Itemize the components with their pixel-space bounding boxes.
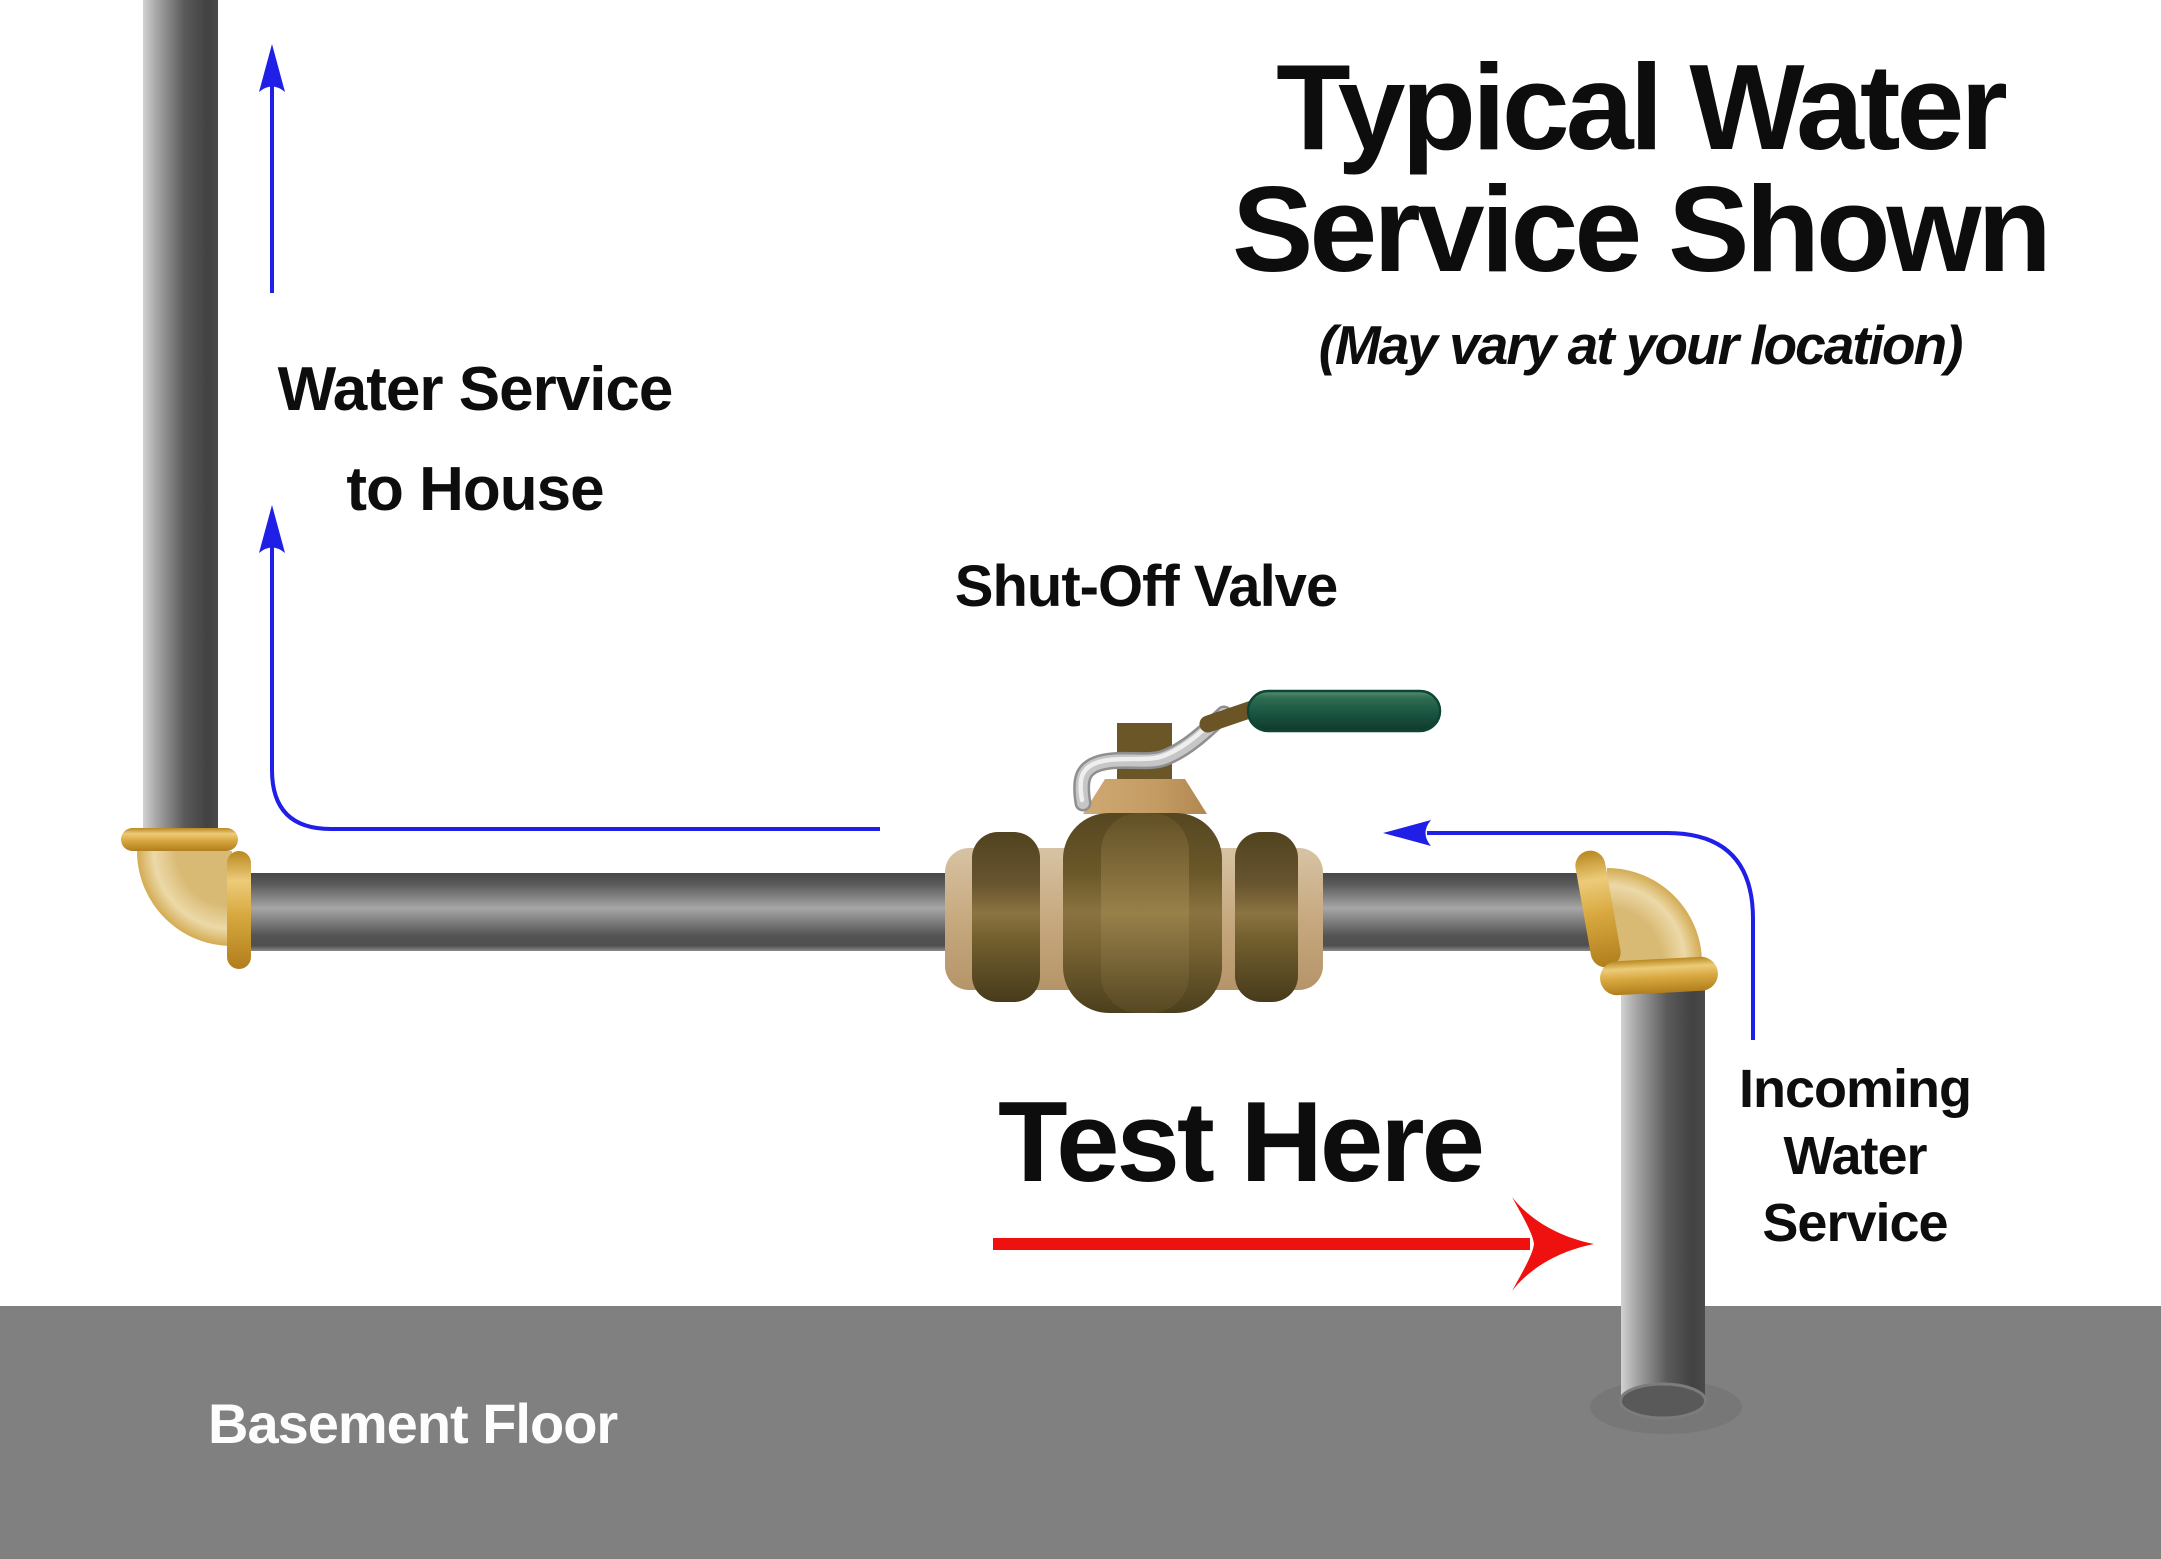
flow-arrow-left-icon (1383, 820, 1431, 846)
diagram-title: Typical Water Service Shown (May vary at… (1140, 46, 2140, 373)
test-arrow-right-icon (1512, 1197, 1594, 1291)
incoming-water-pipe (1621, 975, 1705, 1403)
incoming-water-service-label: Incoming Water Service (1690, 1056, 2020, 1257)
incoming-pipe-end-cap (1619, 1382, 1707, 1420)
incoming-label-line-2: Water (1783, 1125, 1927, 1186)
valve-neck (1083, 779, 1207, 814)
test-here-label: Test Here (997, 1079, 1485, 1206)
right-elbow-fitting (1575, 850, 1718, 996)
title-subtitle: (May vary at your location) (1318, 314, 1964, 376)
flow-arrow-up-mid-line (270, 521, 880, 831)
shut-off-valve (945, 689, 1442, 1013)
right-elbow-side-collar (1575, 850, 1621, 968)
left-elbow-side-collar (227, 851, 251, 969)
water-service-label-line-2: to House (346, 455, 604, 525)
horizontal-supply-pipe (230, 873, 1600, 951)
water-service-label-line-1: Water Service (277, 355, 674, 424)
flow-arrow-up-mid-icon (259, 505, 285, 553)
incoming-label-line-1: Incoming (1739, 1059, 1972, 1119)
left-elbow-top-collar (121, 828, 238, 851)
basement-floor (0, 1306, 2161, 1559)
flow-arrow-incoming-line (1427, 831, 1755, 1040)
shut-off-valve-label: Shut-Off Valve (954, 554, 1338, 619)
valve-right-nut (1235, 832, 1298, 1002)
flow-arrow-up-top-icon (259, 44, 285, 92)
title-line-2: Service Shown (1232, 161, 2052, 297)
left-elbow-fitting (121, 828, 251, 969)
valve-lever (1073, 689, 1442, 812)
incoming-label-line-3: Service (1762, 1192, 1948, 1253)
right-elbow-bottom-collar (1600, 956, 1718, 996)
valve-handle-grip (1246, 689, 1442, 733)
valve-left-nut (972, 832, 1040, 1002)
water-service-pipe-to-house (143, 0, 218, 845)
title-line-1: Typical Water (1276, 39, 2008, 175)
lever-highlight (1078, 709, 1225, 803)
test-here-arrow (993, 1197, 1594, 1291)
right-elbow-body (1607, 868, 1702, 963)
valve-center-panel (1101, 813, 1189, 1013)
basement-floor-label: Basement Floor (208, 1392, 618, 1455)
left-elbow-body (137, 851, 232, 946)
water-service-to-house-label: Water Service to House (155, 340, 795, 541)
flow-arrows (259, 44, 1755, 1040)
pipes (143, 0, 1742, 1434)
